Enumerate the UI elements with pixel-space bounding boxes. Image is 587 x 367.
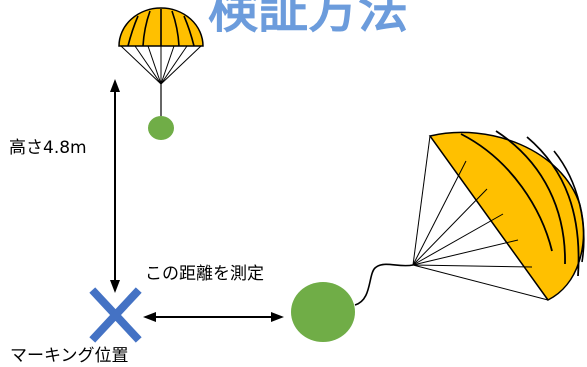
height-arrow <box>110 79 120 293</box>
suspension-line <box>160 45 202 85</box>
suspension-line <box>412 213 504 266</box>
measure-label: この距離を測定 <box>145 264 264 284</box>
suspension-line <box>412 188 488 266</box>
landed-parachute <box>412 130 585 301</box>
canopy-gore <box>460 133 553 252</box>
falling-parachute <box>118 7 204 140</box>
canopy-gore <box>495 130 566 265</box>
height-label: 高さ4.8m <box>9 138 87 158</box>
suspension-line <box>147 45 162 85</box>
suspension-line <box>412 160 467 266</box>
marking-cross <box>89 287 142 343</box>
canopy-gore <box>183 15 195 47</box>
canopy-gore <box>142 10 151 47</box>
canopy-gore <box>127 15 139 47</box>
canopy-gore <box>526 136 580 277</box>
arrowhead-up <box>110 79 120 92</box>
suspension-line <box>120 45 162 85</box>
suspension-line <box>412 135 431 266</box>
landed-payload <box>291 282 355 342</box>
suspension-line <box>412 264 533 268</box>
falling-payload <box>148 116 174 140</box>
diagram-title: 検証方法 <box>208 0 408 39</box>
arrowhead-down <box>110 280 120 293</box>
suspension-line <box>412 264 549 301</box>
canopy-gore <box>171 10 180 47</box>
suspension-line <box>160 45 188 85</box>
suspension-line <box>160 45 175 85</box>
canopy-gore <box>553 150 585 263</box>
suspension-line <box>134 45 162 85</box>
arrowhead-left <box>143 312 156 322</box>
landed-tether <box>354 263 414 306</box>
suspension-line <box>412 239 519 266</box>
arrowhead-right <box>271 312 284 322</box>
distance-arrow <box>143 312 284 322</box>
marking-label: マーキング位置 <box>10 346 129 366</box>
